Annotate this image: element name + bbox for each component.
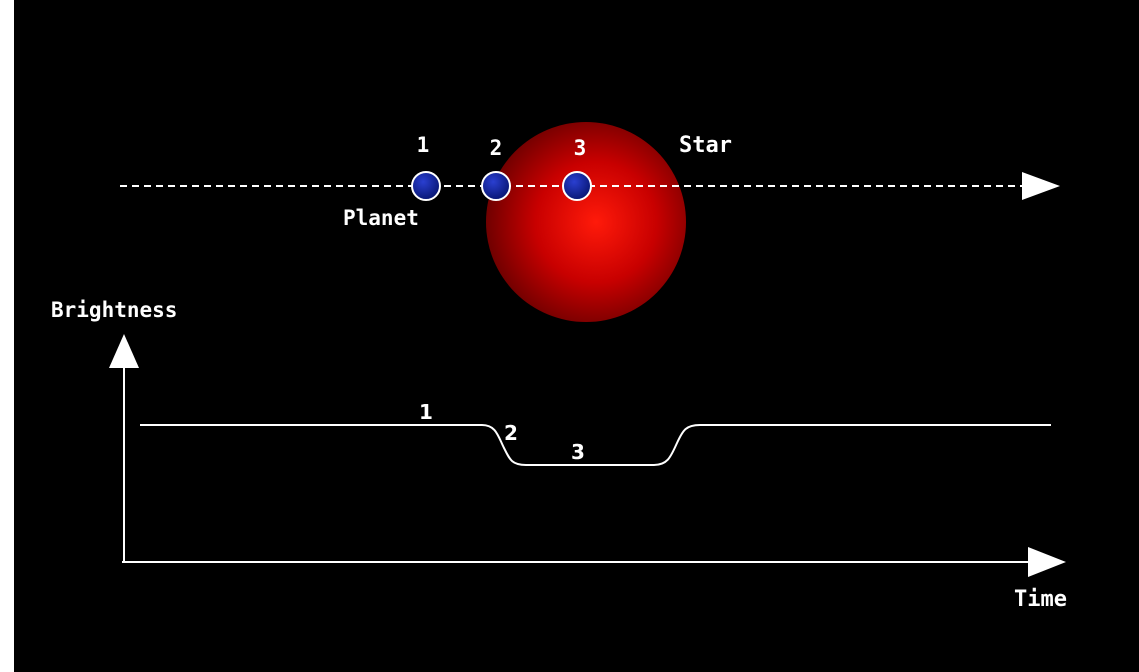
star-label: Star (679, 133, 732, 158)
brightness-curve (140, 425, 1051, 465)
planet-label: Planet (343, 206, 419, 230)
curve-number-3: 3 (571, 440, 585, 464)
time-axis-label: Time (1014, 587, 1067, 612)
transit-diagram: 1 2 3 Star Planet Brightness Time 1 2 3 (14, 0, 1139, 672)
curve-number-1: 1 (419, 400, 433, 424)
planet-position-2 (482, 172, 510, 200)
brightness-axis-arrow-icon (109, 334, 139, 368)
curve-number-2: 2 (504, 421, 518, 445)
diagram-frame: 1 2 3 Star Planet Brightness Time 1 2 3 (14, 0, 1139, 672)
planet-number-1: 1 (417, 133, 430, 157)
planet-position-1 (412, 172, 440, 200)
planet-position-3 (563, 172, 591, 200)
brightness-axis-label: Brightness (51, 298, 177, 322)
orbit-arrow-icon (1022, 172, 1060, 200)
planet-number-3: 3 (574, 136, 587, 160)
planet-number-2: 2 (490, 136, 503, 160)
time-axis-arrow-icon (1028, 547, 1066, 577)
